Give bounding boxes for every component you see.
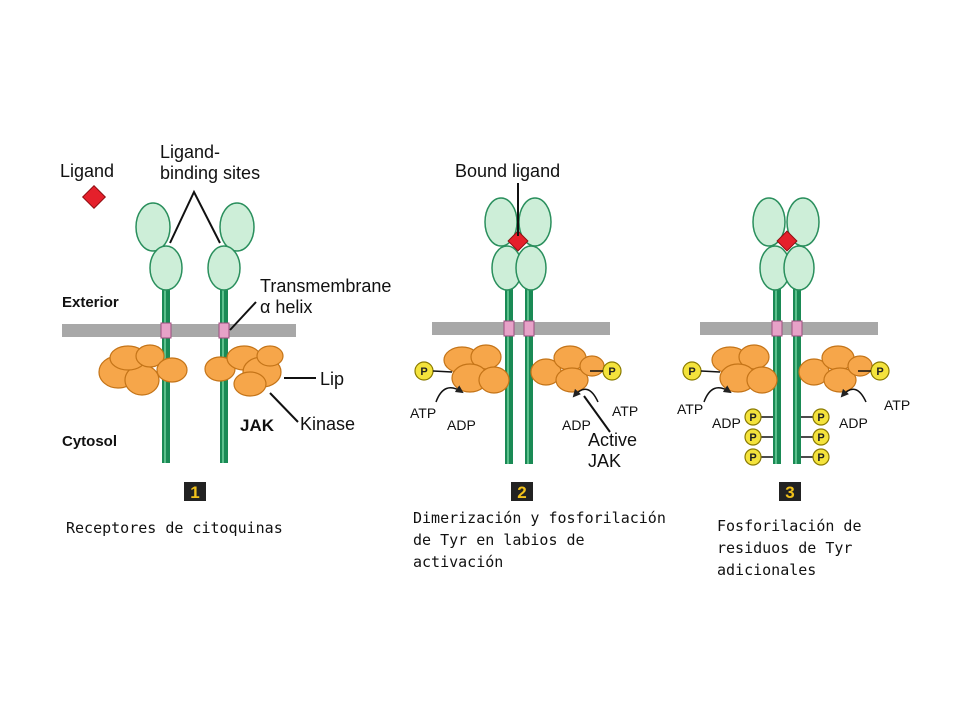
label-kinase: Kinase — [300, 414, 355, 434]
jak-right-2 — [530, 345, 605, 393]
step-number-1: 1 — [190, 483, 199, 502]
transmembrane-segment-right-1 — [218, 322, 230, 339]
transmembrane-segment-right-3 — [791, 320, 803, 337]
label-atp-left-2: ATP — [410, 405, 436, 421]
phosphate-right-3: P — [870, 361, 890, 381]
atp-arrow-left-3 — [703, 385, 732, 403]
svg-text:P: P — [688, 366, 695, 378]
step-number-2: 2 — [517, 483, 526, 502]
receptor-domain-left-upper-3 — [752, 197, 786, 247]
atp-arrow-left-2 — [435, 385, 464, 403]
receptor-phosphates-left-3: P P P — [744, 408, 773, 466]
label-ligand-binding-sites: Ligand-binding sites — [160, 142, 260, 183]
transmembrane-segment-right-2 — [523, 320, 535, 337]
leader-transmembrane — [229, 301, 257, 331]
ligand-diamond — [81, 184, 107, 210]
jak-left-2 — [443, 344, 510, 394]
label-exterior: Exterior — [62, 294, 119, 311]
label-lip: Lip — [320, 369, 344, 389]
membrane-1 — [62, 324, 296, 337]
svg-text:P: P — [817, 452, 824, 464]
svg-text:P: P — [749, 452, 756, 464]
phosphate-right-2: P — [602, 361, 622, 381]
label-adp-left-3: ADP — [712, 415, 741, 431]
svg-text:P: P — [749, 412, 756, 424]
atp-arrow-right-2 — [572, 388, 599, 403]
label-atp-right-2: ATP — [612, 403, 638, 419]
jak-left-3 — [711, 344, 778, 394]
transmembrane-segment-left-2 — [503, 320, 515, 337]
atp-arrow-right-3 — [840, 388, 867, 403]
receptor-domain-left-lower-1 — [149, 245, 183, 291]
svg-text:P: P — [817, 432, 824, 444]
leader-active-jak — [583, 395, 611, 433]
jak-right-3 — [798, 345, 873, 393]
label-jak: JAK — [240, 416, 275, 435]
receptor-domain-right-upper-1 — [219, 202, 255, 252]
leader-ligand-binding-sites — [169, 189, 221, 244]
svg-text:P: P — [876, 366, 883, 378]
receptor-phosphates-right-3: P P P — [801, 408, 830, 466]
label-cytosol: Cytosol — [62, 433, 117, 450]
caption-step-1: Receptores de citoquinas — [66, 519, 283, 537]
svg-text:P: P — [608, 366, 615, 378]
label-atp-left-3: ATP — [677, 401, 703, 417]
jak-right-1 — [204, 345, 284, 397]
leader-kinase — [269, 392, 299, 423]
panel-3: P P P P P P P P — [677, 197, 910, 502]
step-badge-1 — [184, 482, 206, 501]
membrane-3 — [700, 322, 878, 335]
receptor-domain-right-lower-1 — [207, 245, 241, 291]
membrane-2 — [432, 322, 610, 335]
receptor-domain-left-upper-1 — [135, 202, 171, 252]
receptor-domain-right-lower-2 — [515, 245, 547, 291]
transmembrane-segment-left-3 — [771, 320, 783, 337]
label-atp-right-3: ATP — [884, 397, 910, 413]
svg-text:P: P — [749, 432, 756, 444]
bound-ligand-diamond-3 — [776, 230, 798, 252]
label-bound-ligand: Bound ligand — [455, 161, 560, 181]
step-number-3: 3 — [785, 483, 794, 502]
phosphate-left-2: P — [414, 361, 434, 381]
jak-left-1 — [98, 344, 188, 396]
phosphate-left-3: P — [682, 361, 702, 381]
panel-1: Ligand Ligand-binding sites Exterior Cyt… — [60, 142, 391, 502]
receptor-domain-right-lower-3 — [783, 245, 815, 291]
label-adp-right-2: ADP — [562, 417, 591, 433]
caption-step-2: Dimerización y fosforilación de Tyr en l… — [413, 509, 666, 571]
label-ligand: Ligand — [60, 161, 114, 181]
label-adp-right-3: ADP — [839, 415, 868, 431]
svg-text:P: P — [817, 412, 824, 424]
bound-ligand-diamond-2 — [507, 230, 529, 252]
transmembrane-segment-left-1 — [160, 322, 172, 339]
step-badge-2 — [511, 482, 533, 501]
caption-step-3: Fosforilación de residuos de Tyr adicion… — [717, 517, 862, 579]
svg-text:P: P — [420, 366, 427, 378]
label-adp-left-2: ADP — [447, 417, 476, 433]
step-badge-3 — [779, 482, 801, 501]
